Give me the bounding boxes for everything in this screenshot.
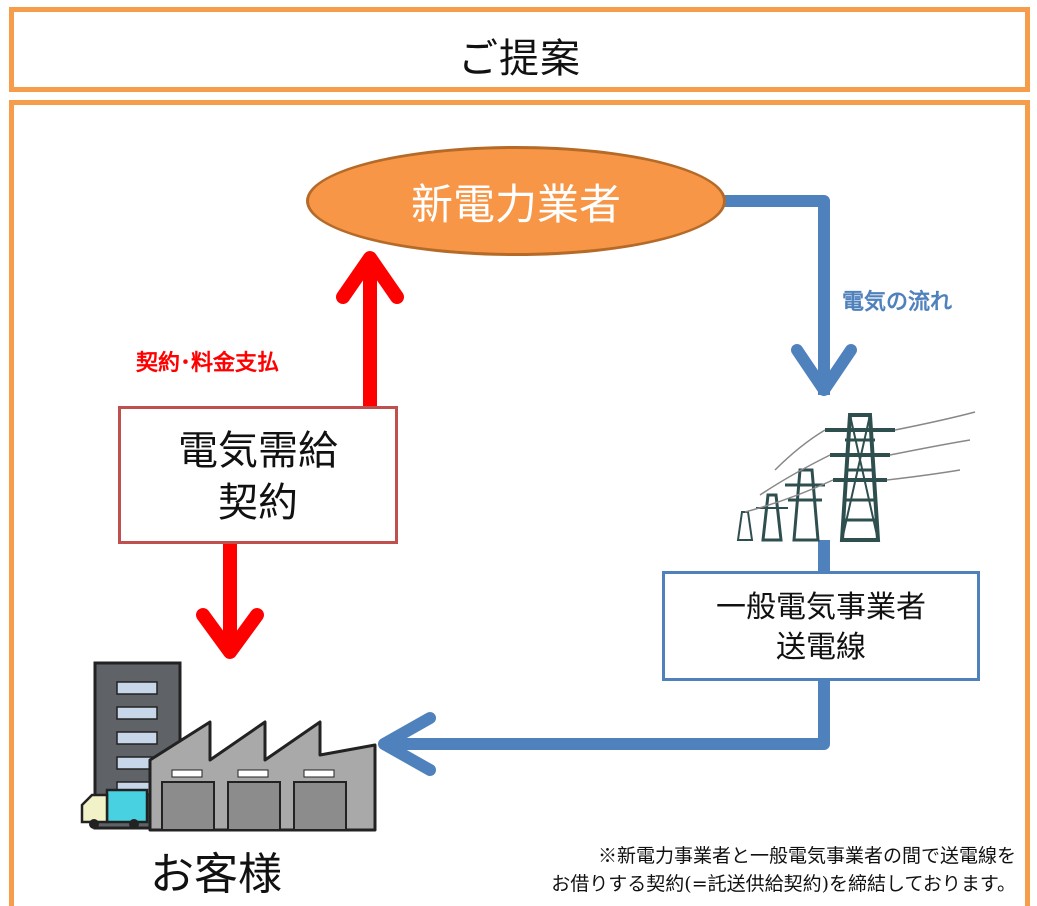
customer-label: お客様 [150, 849, 282, 900]
footnote: ※新電力事業者と一般電気事業者の間で送電線を お借りする契約(=託送供給契約)を… [496, 842, 1016, 898]
footnote-line1: ※新電力事業者と一般電気事業者の間で送電線を [597, 845, 1016, 867]
grid-box-line1: 一般電気事業者 [716, 590, 926, 625]
truck-icon [80, 788, 149, 829]
supplier-node: 新電力業者 [306, 146, 726, 256]
power-flow-arrow-top [724, 195, 857, 396]
grid-box-line2: 送電線 [776, 630, 866, 665]
contract-box-line2: 契約 [218, 480, 298, 526]
page-title: ご提案 [458, 36, 581, 82]
footnote-line2: お借りする契約(=託送供給契約)を締結しております。 [551, 873, 1016, 895]
contract-box-line1: 電気需給 [178, 428, 338, 474]
transmission-tower-icon [736, 411, 976, 542]
supply-contract-arrow [196, 543, 264, 659]
power-flow-label: 電気の流れ [842, 290, 953, 315]
power-flow-arrow-bottom [378, 680, 830, 776]
supplier-label: 新電力業者 [410, 179, 621, 229]
contract-flow-label: 契約･料金支払 [136, 351, 280, 376]
utility-grid-box: 一般電気事業者 送電線 [662, 571, 980, 681]
payment-arrow [336, 251, 404, 408]
title-frame: ご提案 [9, 7, 1030, 92]
supply-contract-box: 電気需給 契約 [118, 406, 398, 544]
